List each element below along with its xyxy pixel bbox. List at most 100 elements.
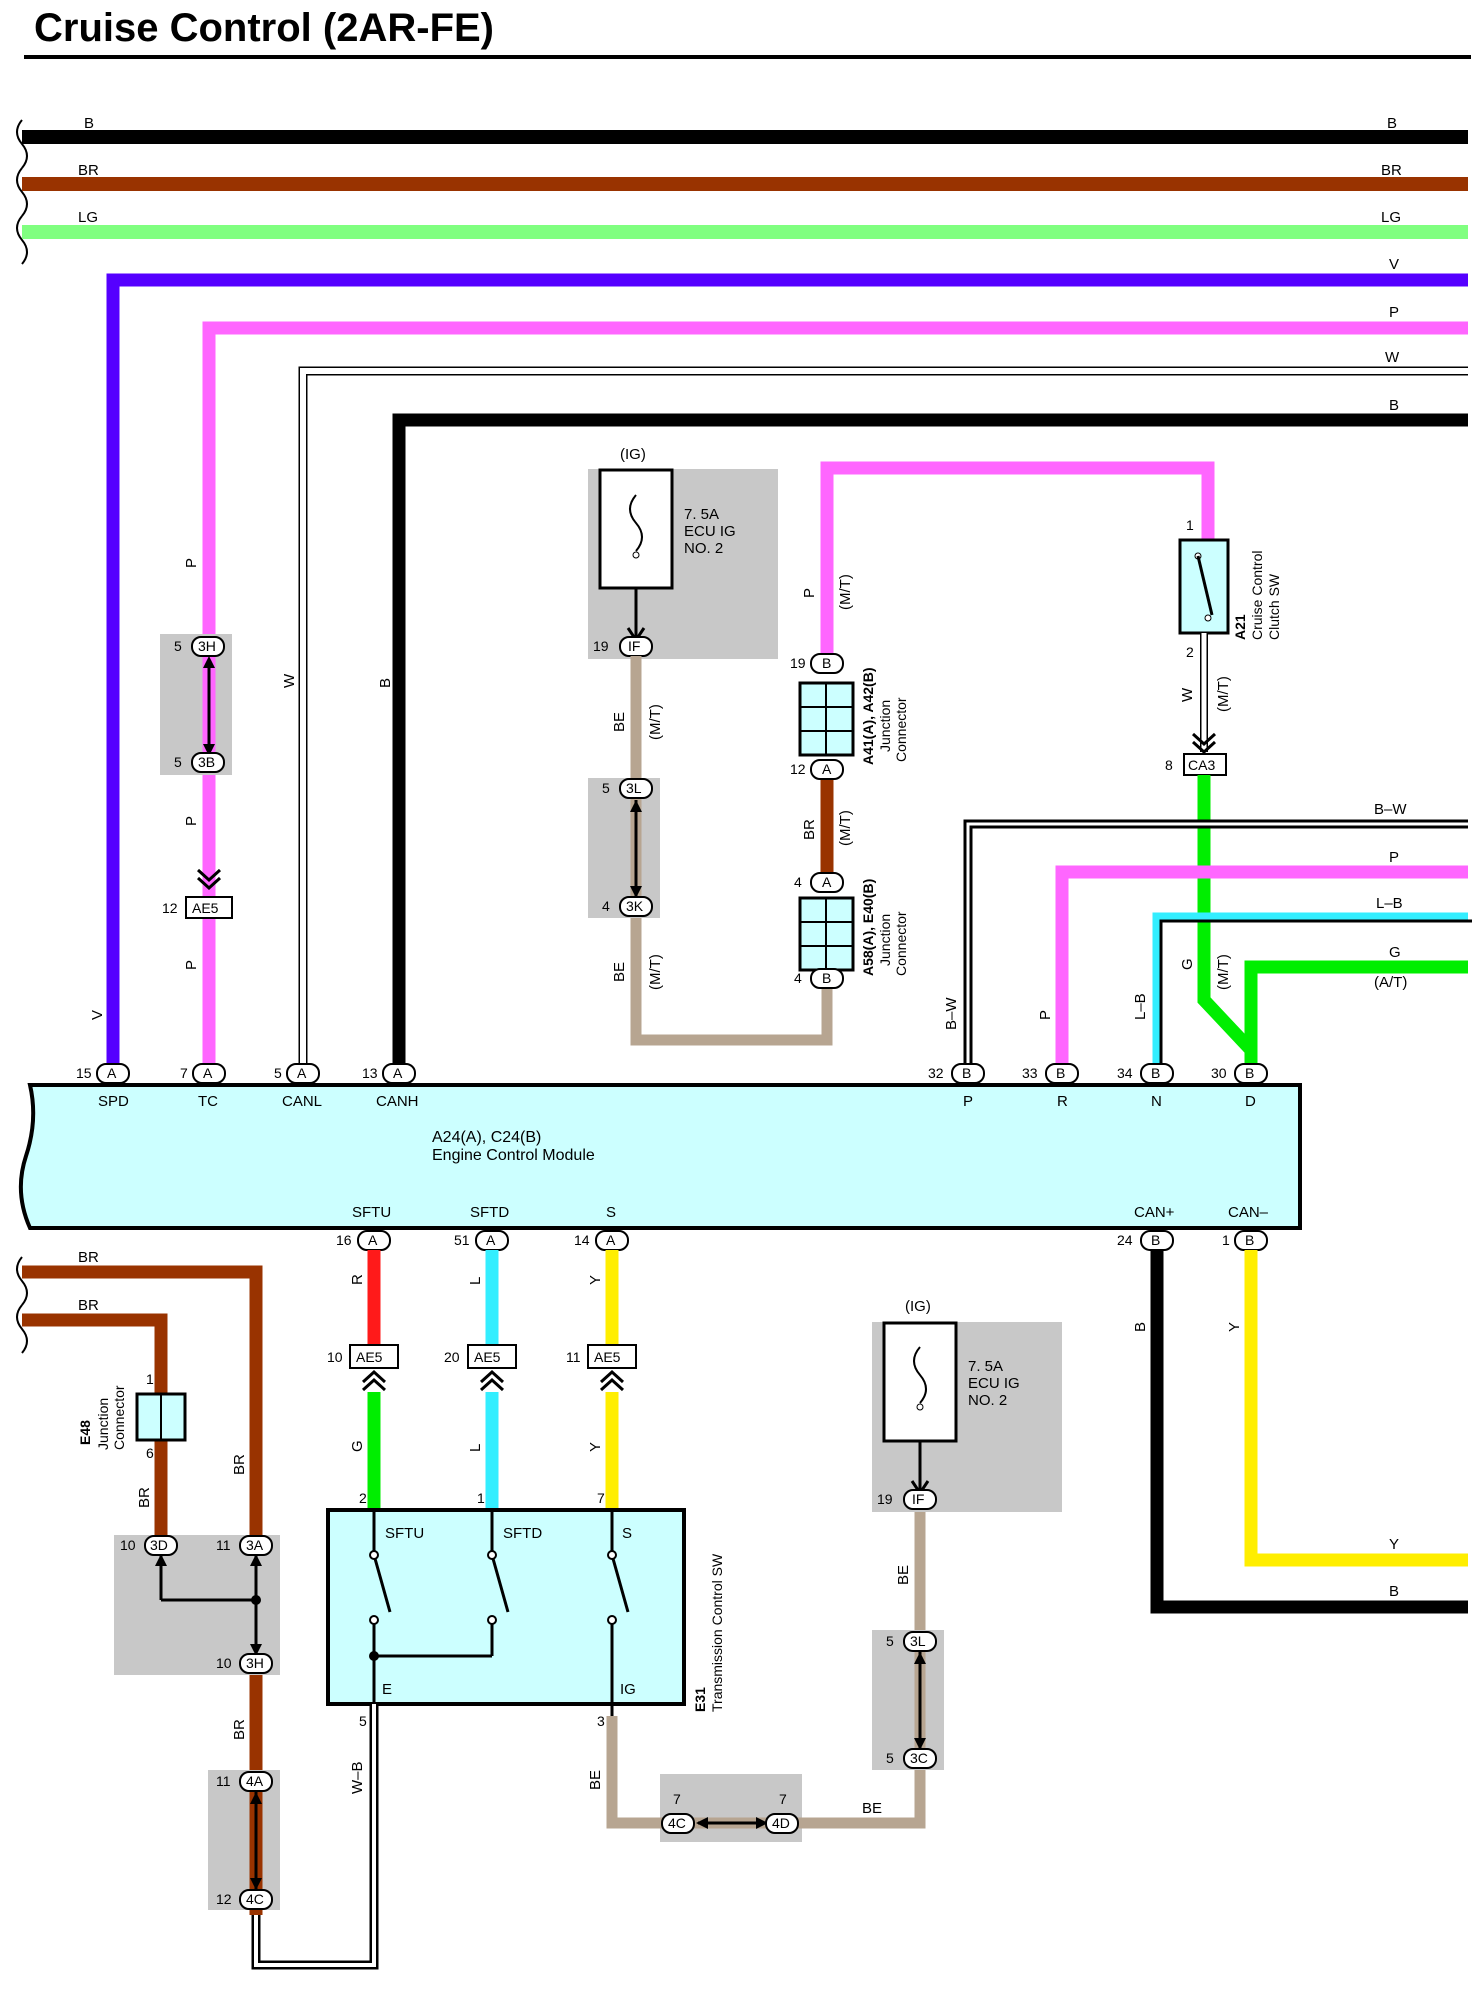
- svg-text:10: 10: [120, 1537, 136, 1553]
- ecm-pin-d: B 30 D: [1211, 1063, 1268, 1110]
- wire-label-p-right: P: [1389, 304, 1399, 321]
- svg-text:51: 51: [454, 1232, 470, 1248]
- svg-text:R: R: [1057, 1093, 1068, 1110]
- svg-text:4: 4: [794, 874, 802, 890]
- svg-text:Transmission Control SW: Transmission Control SW: [709, 1553, 725, 1712]
- svg-text:AE5: AE5: [594, 1349, 621, 1365]
- be-wire-top: 3L 5 3K 4 BE (M/T) BE (M/T): [588, 656, 833, 1046]
- svg-text:L–B: L–B: [1376, 895, 1403, 912]
- svg-text:P: P: [183, 558, 200, 568]
- ecm-pin-sftd: SFTD A 51: [454, 1204, 509, 1251]
- svg-text:(M/T): (M/T): [647, 954, 664, 990]
- svg-text:2: 2: [359, 1490, 367, 1506]
- svg-text:(M/T): (M/T): [1215, 676, 1232, 712]
- svg-text:Connector: Connector: [893, 697, 909, 762]
- svg-text:5: 5: [359, 1713, 367, 1729]
- svg-text:SFTU: SFTU: [352, 1204, 391, 1221]
- svg-text:5: 5: [274, 1065, 282, 1081]
- svg-text:7. 5A: 7. 5A: [684, 506, 719, 523]
- svg-text:BR: BR: [231, 1719, 248, 1740]
- svg-text:G: G: [1179, 958, 1196, 970]
- svg-text:NO. 2: NO. 2: [968, 1392, 1007, 1409]
- svg-text:B: B: [1151, 1065, 1160, 1081]
- svg-text:R: R: [349, 1274, 366, 1285]
- conn-3b: 3B: [198, 754, 215, 770]
- ecm-pin-r: B 33 R: [1022, 1063, 1079, 1110]
- svg-text:(IG): (IG): [620, 446, 646, 463]
- svg-text:(M/T): (M/T): [837, 574, 854, 610]
- svg-text:3: 3: [597, 1713, 605, 1729]
- fuse-bottom: (IG) 7. 5A ECU IG NO. 2 IF 19: [872, 1298, 1062, 1512]
- svg-text:(M/T): (M/T): [647, 704, 664, 740]
- conn-3d: 3D: [150, 1537, 168, 1553]
- svg-text:B–W: B–W: [943, 997, 960, 1030]
- svg-text:CAN+: CAN+: [1134, 1204, 1175, 1221]
- lower-left-br: BR BR BR BR BR 1 6 E48 Junction Connecto…: [16, 1249, 280, 1915]
- svg-text:Junction: Junction: [95, 1398, 111, 1450]
- svg-text:A: A: [822, 761, 832, 777]
- wire-label-b-right2: B: [1389, 397, 1399, 414]
- svg-text:B: B: [1056, 1065, 1065, 1081]
- svg-text:11: 11: [216, 1537, 231, 1553]
- svg-text:Connector: Connector: [111, 1385, 127, 1450]
- ecm-pin-can-minus: CAN– B 1: [1222, 1204, 1269, 1251]
- svg-text:IG: IG: [620, 1681, 636, 1698]
- svg-text:A: A: [393, 1065, 403, 1081]
- svg-text:A: A: [606, 1232, 616, 1248]
- svg-text:24: 24: [1117, 1232, 1133, 1248]
- bus-label-br-right: BR: [1381, 162, 1402, 179]
- bus-label-b-left: B: [84, 115, 94, 132]
- svg-text:(A/T): (A/T): [1374, 974, 1407, 991]
- svg-text:(M/T): (M/T): [837, 810, 854, 846]
- svg-text:CAN–: CAN–: [1228, 1204, 1269, 1221]
- svg-text:12: 12: [216, 1891, 232, 1907]
- svg-text:Y: Y: [1389, 1536, 1399, 1553]
- svg-text:P: P: [1389, 849, 1399, 866]
- svg-text:19: 19: [877, 1491, 893, 1507]
- svg-text:B: B: [822, 970, 831, 986]
- svg-text:Connector: Connector: [893, 911, 909, 976]
- svg-text:12: 12: [162, 900, 178, 916]
- svg-text:Cruise Control: Cruise Control: [1249, 551, 1265, 640]
- conn-3l-top: 3L: [626, 780, 642, 796]
- conn-4c: 4C: [246, 1891, 264, 1907]
- conn-3h: 3H: [198, 638, 216, 654]
- conn-ae5-tc: AE5: [192, 900, 219, 916]
- wire-label-v-left: V: [89, 1010, 106, 1020]
- svg-text:A: A: [203, 1065, 213, 1081]
- ecm-pin-tc: A 7 TC: [180, 1063, 226, 1110]
- svg-text:14: 14: [574, 1232, 590, 1248]
- svg-text:E48: E48: [77, 1420, 93, 1445]
- svg-text:5: 5: [602, 780, 610, 796]
- svg-text:SPD: SPD: [98, 1093, 129, 1110]
- conn-3c: 3C: [910, 1750, 928, 1766]
- svg-text:BR: BR: [136, 1487, 153, 1508]
- svg-text:Y: Y: [1226, 1322, 1243, 1332]
- svg-text:SFTU: SFTU: [385, 1525, 424, 1542]
- svg-text:A: A: [368, 1232, 378, 1248]
- svg-text:A: A: [822, 874, 832, 890]
- svg-text:G: G: [349, 1440, 366, 1452]
- svg-text:10: 10: [327, 1349, 343, 1365]
- svg-text:ECU IG: ECU IG: [684, 523, 736, 540]
- conn-if-top: IF: [628, 638, 640, 654]
- svg-text:Junction: Junction: [877, 700, 893, 752]
- ecm-pin-sftu: SFTU A 16: [336, 1204, 391, 1251]
- svg-text:B: B: [1389, 1583, 1399, 1600]
- svg-text:B–W: B–W: [1374, 801, 1407, 818]
- svg-text:19: 19: [593, 638, 609, 654]
- svg-text:ECU IG: ECU IG: [968, 1375, 1020, 1392]
- svg-text:BE: BE: [587, 1770, 604, 1790]
- svg-text:7: 7: [597, 1490, 605, 1506]
- wire-label-w-right: W: [1385, 349, 1400, 366]
- svg-text:A: A: [486, 1232, 496, 1248]
- svg-text:Junction: Junction: [877, 914, 893, 966]
- svg-text:P: P: [1037, 1010, 1054, 1020]
- conn-4a: 4A: [246, 1773, 264, 1789]
- svg-text:5: 5: [886, 1633, 894, 1649]
- tc-connectors: 3H 5 3B 5 P P P W B AE5 12: [160, 558, 394, 970]
- svg-text:4: 4: [602, 898, 610, 914]
- svg-text:BE: BE: [611, 712, 628, 732]
- svg-text:L–B: L–B: [1132, 993, 1149, 1020]
- svg-text:5: 5: [174, 754, 182, 770]
